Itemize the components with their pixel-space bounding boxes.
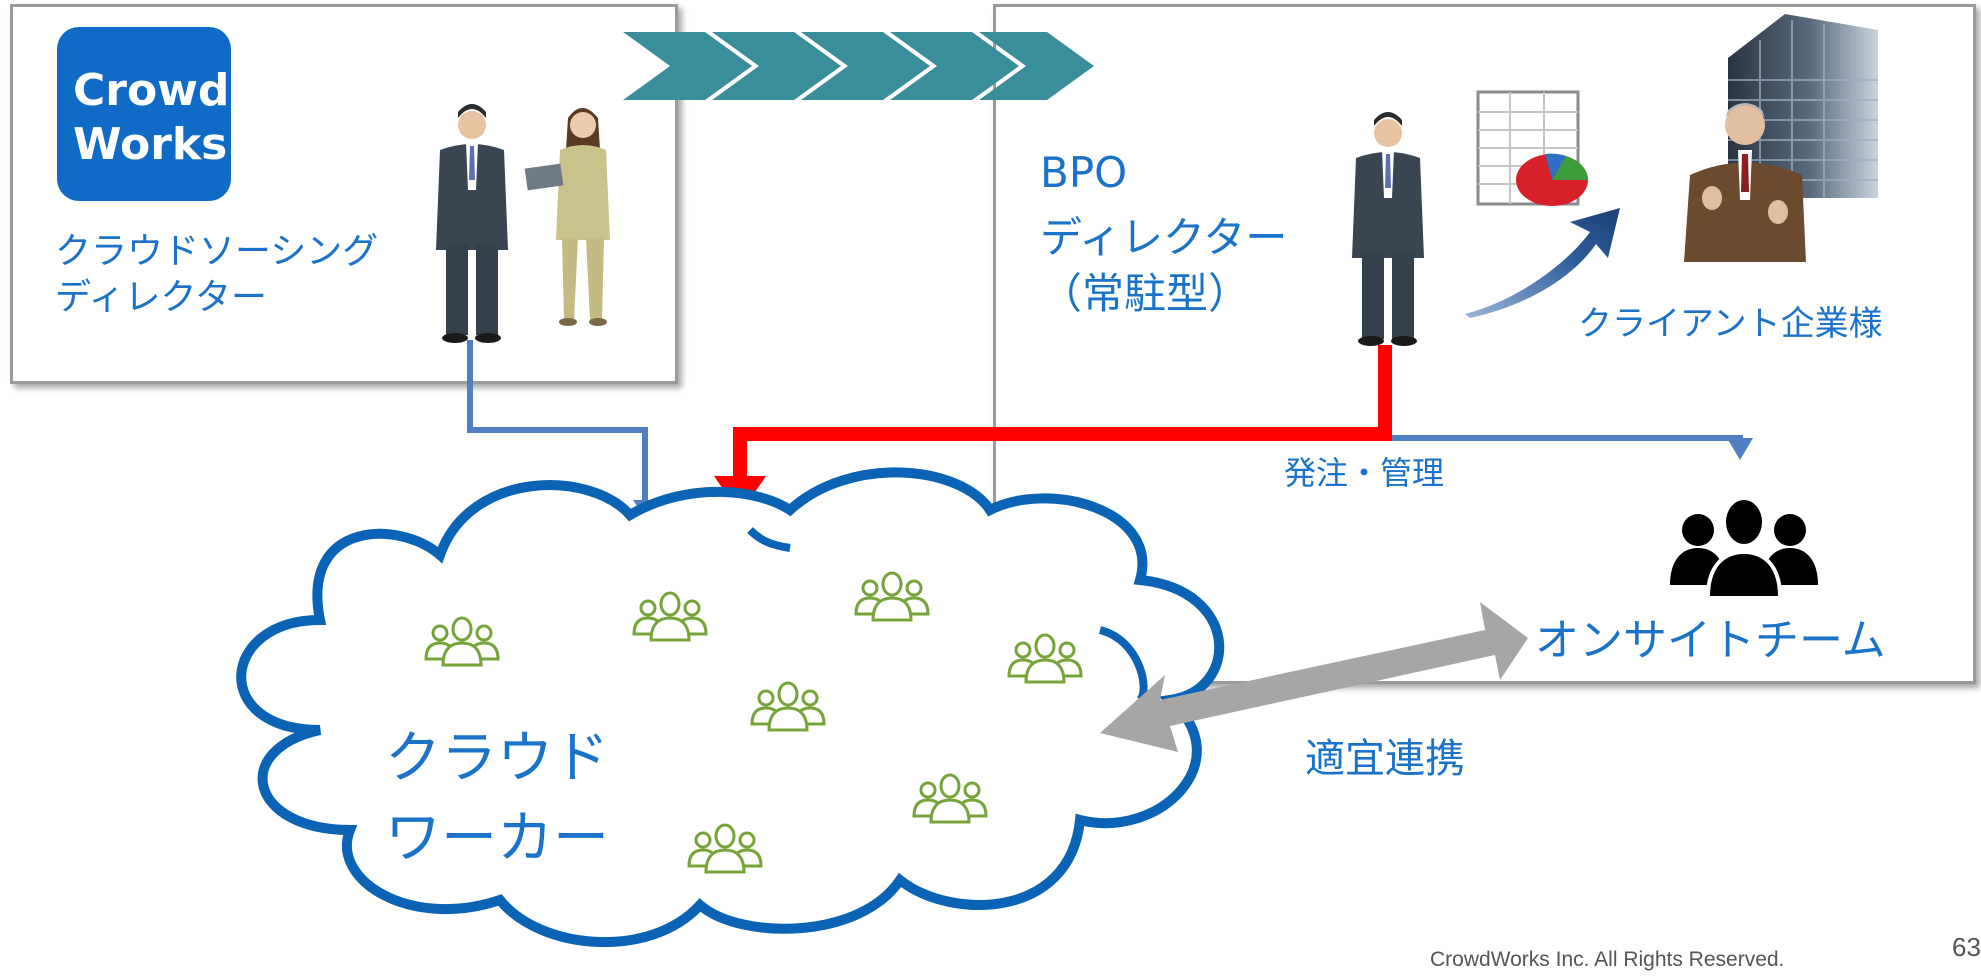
cloud-worker-label-1: クラウド: [385, 726, 609, 791]
bpo-director-man-icon: [1352, 112, 1424, 346]
report-chart-icon: [1476, 90, 1588, 206]
bpo-director-label: ディレクター: [1040, 213, 1288, 262]
crowdsourcing-director-label-2: ディレクター: [55, 277, 268, 318]
onsite-team-label: オンサイトチーム: [1535, 615, 1886, 666]
order-to-onsite-line: [1380, 435, 1753, 460]
crowdsourcing-director-label-1: クラウドソーシング: [55, 231, 379, 272]
page-number: 63: [1952, 932, 1981, 962]
logo-line-1: Crowd: [73, 65, 230, 116]
growth-arrow-icon: [1465, 208, 1620, 318]
process-chevrons: [623, 32, 1094, 100]
crowdsourcing-director-woman-icon: [524, 108, 610, 326]
client-building-icon: [1728, 14, 1878, 198]
crowd-worker-cloud: [236, 467, 1225, 947]
bpo-label: BPO: [1040, 148, 1128, 197]
order-management-label: 発注・管理: [1284, 454, 1445, 492]
crowdsourcing-director-man-icon: [436, 104, 508, 343]
client-company-label: クライアント企業様: [1578, 304, 1883, 344]
coordination-arrow: [1100, 602, 1528, 752]
cloud-worker-label-2: ワーカー: [385, 806, 609, 871]
logo-line-2: Works: [73, 119, 228, 170]
copyright-footer: CrowdWorks Inc. All Rights Reserved.: [1430, 948, 1785, 971]
onsite-team-icon: [1670, 496, 1818, 596]
bpo-resident-label: （常駐型）: [1040, 269, 1251, 318]
coordination-label: 適宜連携: [1305, 736, 1465, 782]
client-executive-icon: [1684, 103, 1806, 262]
crowdworks-logo: Crowd Works: [57, 27, 231, 201]
